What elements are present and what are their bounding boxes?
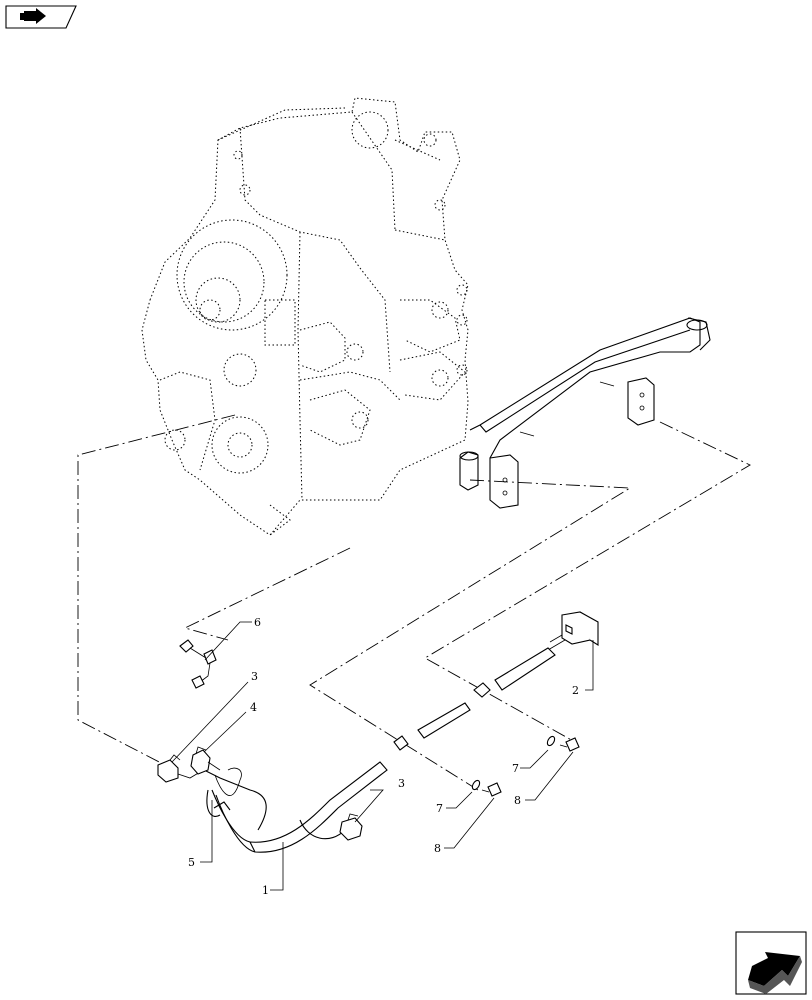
callout-8-right: 8 xyxy=(514,794,521,807)
callout-6: 6 xyxy=(254,616,261,629)
sensor-6 xyxy=(179,639,217,689)
mounting-bracket xyxy=(459,317,711,509)
connector-3-left xyxy=(157,754,201,783)
fasteners xyxy=(471,735,580,797)
callout-2: 2 xyxy=(572,684,579,697)
callout-leaders xyxy=(171,621,594,891)
connector-3-right xyxy=(339,813,363,841)
callout-1: 1 xyxy=(262,884,269,897)
connection-lines xyxy=(77,414,751,791)
callout-3-right: 3 xyxy=(398,777,405,790)
wiring-harness xyxy=(199,761,388,853)
transmission-housing xyxy=(141,97,469,536)
next-page-arrow-icon[interactable] xyxy=(735,931,807,995)
callout-4: 4 xyxy=(250,701,257,714)
callout-7-right: 7 xyxy=(512,762,519,775)
callout-8-left: 8 xyxy=(434,842,441,855)
book-arrow-icon[interactable] xyxy=(5,5,77,29)
connector-assembly xyxy=(393,611,599,751)
callout-7-left: 7 xyxy=(436,802,443,815)
callout-5: 5 xyxy=(188,856,195,869)
callout-3-left: 3 xyxy=(251,670,258,683)
sensor-4 xyxy=(190,746,221,775)
